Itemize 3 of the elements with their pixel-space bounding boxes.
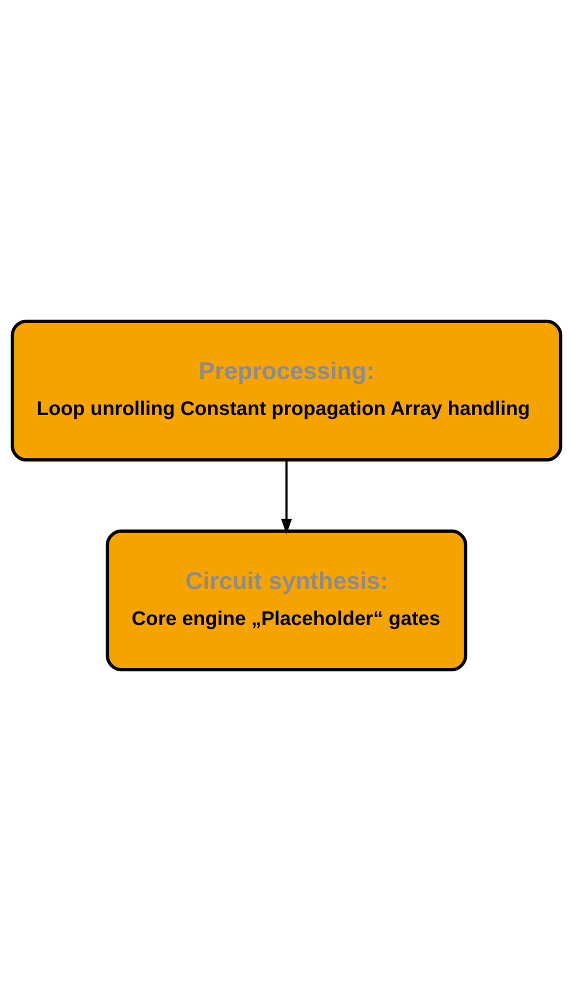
node-box: Preprocessing: Loop unrolling Constant propagation Array handling [10, 319, 562, 461]
node-box: Circuit synthesis: Core engine „Placeholder“ gates [106, 529, 468, 671]
arrow [281, 459, 292, 534]
